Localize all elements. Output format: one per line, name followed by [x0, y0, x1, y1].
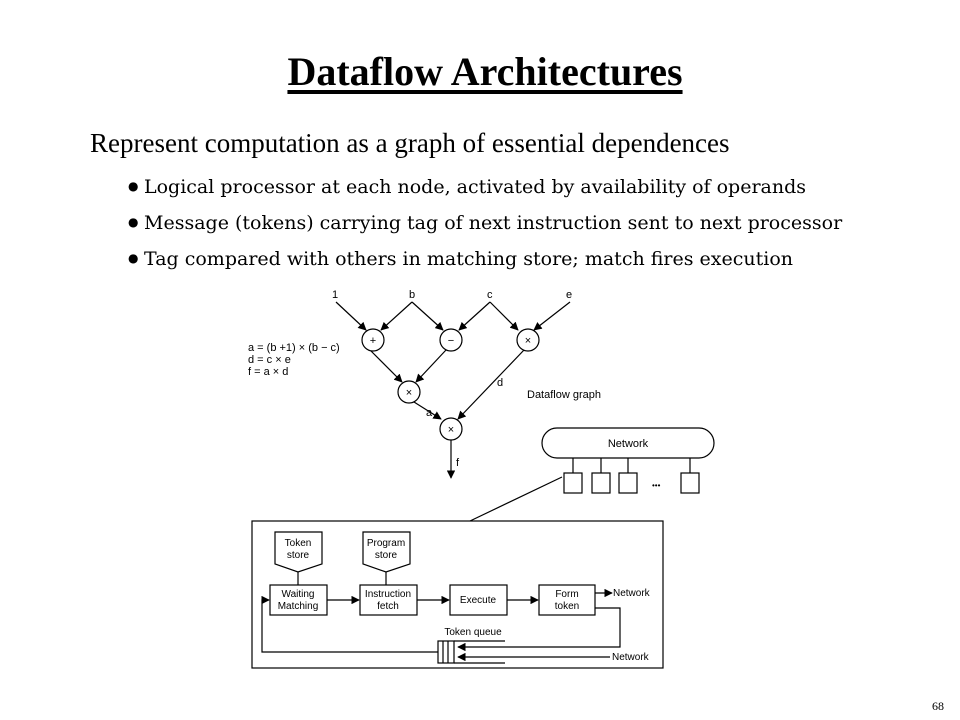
instruction-fetch-label: fetch — [377, 601, 399, 612]
instruction-fetch-label: Instruction — [365, 589, 411, 600]
bullet-dot-icon: ● — [128, 179, 139, 193]
input-label: e — [566, 289, 572, 301]
input-label: c — [487, 289, 493, 301]
form-token-label: token — [555, 601, 579, 612]
op-symbol: × — [525, 335, 531, 347]
edge-label: a — [426, 407, 433, 419]
edge-label: f — [456, 457, 460, 469]
program-store-label: Program — [367, 538, 405, 549]
ellipsis-icon: ••• — [652, 481, 661, 490]
token-store-label: store — [287, 550, 310, 561]
program-store-label: store — [375, 550, 398, 561]
bullet-text: Message (tokens) carrying tag of next in… — [144, 212, 843, 234]
network-in-label: Network — [612, 652, 650, 663]
input-label: b — [409, 289, 415, 301]
waiting-matching-label: Waiting — [282, 589, 315, 600]
main-point: Represent computation as a graph of esse… — [90, 128, 730, 158]
bullet-dot-icon: ● — [128, 215, 139, 229]
bullet-2: ● Message (tokens) carrying tag of next i… — [128, 212, 842, 234]
waiting-matching-label: Matching — [278, 601, 319, 612]
equation: f = a × d — [248, 366, 288, 378]
bullet-1: ● Logical processor at each node, activat… — [128, 176, 806, 198]
token-queue-label: Token queue — [444, 627, 502, 638]
equation: d = c × e — [248, 354, 291, 366]
execute-label: Execute — [460, 595, 497, 606]
page-number: 68 — [932, 699, 944, 713]
bullet-dot-icon: ● — [128, 251, 139, 265]
bullet-3: ● Tag compared with others in matching st… — [128, 248, 793, 270]
network-out-label: Network — [613, 588, 651, 599]
op-symbol: × — [448, 424, 454, 436]
bullet-text: Logical processor at each node, activate… — [144, 176, 807, 198]
edge-label: d — [497, 377, 503, 389]
graph-caption: Dataflow graph — [527, 389, 601, 401]
op-symbol: × — [406, 387, 412, 399]
equation: a = (b +1) × (b − c) — [248, 342, 340, 354]
op-symbol: + — [370, 335, 376, 347]
input-label: 1 — [332, 289, 338, 301]
token-store-label: Token — [285, 538, 312, 549]
op-symbol: − — [448, 335, 454, 347]
network-label: Network — [608, 438, 649, 450]
form-token-label: Form — [555, 589, 578, 600]
bullet-text: Tag compared with others in matching sto… — [144, 248, 793, 270]
slide-title: Dataflow Architectures — [287, 49, 683, 94]
